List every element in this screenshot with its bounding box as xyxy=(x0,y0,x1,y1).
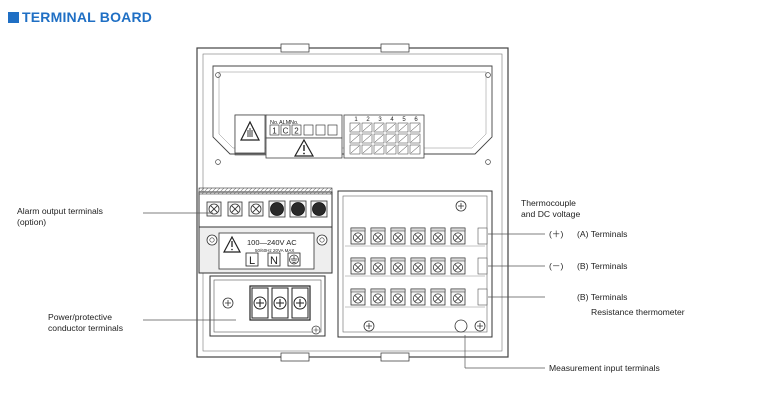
measurement-terminal-icon xyxy=(350,288,366,306)
measurement-terminal-icon xyxy=(410,227,426,245)
measurement-terminal-icon xyxy=(410,288,426,306)
wiring-mark xyxy=(385,144,397,155)
ch-num-5: 5 xyxy=(402,117,406,123)
wiring-mark xyxy=(373,122,385,133)
measurement-terminal-icon xyxy=(430,257,446,275)
wiring-mark xyxy=(373,133,385,144)
title-text: TERMINAL BOARD xyxy=(22,9,153,25)
ch-num-6: 6 xyxy=(414,117,418,123)
measurement-terminal-icon xyxy=(450,288,466,306)
power-screw-icon xyxy=(271,287,289,319)
a-terminals-label: (A) Terminals xyxy=(577,229,628,239)
wiring-mark xyxy=(361,144,373,155)
b-terminals-rt-line1: (B) Terminals xyxy=(577,292,628,302)
measurement-terminal-icon xyxy=(370,257,386,275)
power-terminals-label-line2: conductor terminals xyxy=(48,322,123,333)
power-terminals-label-line1: Power/protective xyxy=(48,312,113,322)
caution-warning-icon xyxy=(293,138,315,157)
wiring-mark xyxy=(349,144,361,155)
minus-sign-label: (－) xyxy=(549,261,564,271)
measurement-terminal-icon xyxy=(390,257,406,275)
wiring-mark xyxy=(397,133,409,144)
measurement-terminal-icon xyxy=(370,288,386,306)
alarm-knob-icon xyxy=(268,200,286,218)
leader-lines xyxy=(143,212,545,369)
alarm-knob-icon xyxy=(310,200,328,218)
measurement-terminal-icon xyxy=(430,227,446,245)
alarm-screw-icon xyxy=(227,201,243,217)
title-square-icon xyxy=(8,12,19,23)
measurement-terminal-icon xyxy=(350,257,366,275)
wiring-mark xyxy=(409,144,421,155)
wiring-mark xyxy=(361,122,373,133)
measurement-terminal-icon xyxy=(430,288,446,306)
measurement-input-label: Measurement input terminals xyxy=(549,363,660,373)
ch-num-2: 2 xyxy=(366,117,370,123)
hot-surface-warning-icon xyxy=(240,120,260,141)
wiring-mark xyxy=(385,122,397,133)
thermocouple-label: Thermocouple and DC voltage xyxy=(521,198,580,219)
alarm-screw-icon xyxy=(206,201,222,217)
wiring-mark xyxy=(373,144,385,155)
measurement-terminal-icon xyxy=(450,227,466,245)
b-terminals-rt-label: (B) Terminals Resistance thermometer xyxy=(577,292,685,317)
alarm-cell-1: 1 xyxy=(272,127,277,136)
thermocouple-label-line1: Thermocouple xyxy=(521,198,576,208)
measurement-terminal-icon xyxy=(450,257,466,275)
wiring-mark xyxy=(409,122,421,133)
alarm-hdr-alm: ALM xyxy=(279,120,291,126)
power-sub: 50/60Hz 20VA MAX xyxy=(255,248,294,253)
power-screw-icon xyxy=(251,287,269,319)
wiring-mark xyxy=(397,122,409,133)
power-screw-icon xyxy=(291,287,309,319)
wiring-mark xyxy=(409,133,421,144)
alarm-cell-c: C xyxy=(283,127,289,136)
measurement-terminal-icon xyxy=(390,227,406,245)
wiring-mark xyxy=(385,133,397,144)
ground-icon xyxy=(289,254,299,265)
ch-num-1: 1 xyxy=(354,117,358,123)
measurement-terminal-icon xyxy=(390,288,406,306)
wiring-mark xyxy=(397,144,409,155)
neutral-label: N xyxy=(270,255,278,267)
power-rating: 100—240V AC xyxy=(247,238,297,247)
alarm-knob-icon xyxy=(289,200,307,218)
alarm-cell-2: 2 xyxy=(294,127,299,136)
power-terminals-label: Power/protective conductor terminals xyxy=(48,312,123,333)
alarm-hdr-no1: No. xyxy=(270,120,279,126)
ch-num-4: 4 xyxy=(390,117,394,123)
section-title: TERMINAL BOARD xyxy=(8,8,152,26)
alarm-output-label: Alarm output terminals (option) xyxy=(17,206,103,227)
resistance-thermometer-label: Resistance thermometer xyxy=(591,306,685,317)
line-label: L xyxy=(249,255,255,267)
label-plate xyxy=(212,65,493,155)
alarm-output-label-line2: (option) xyxy=(17,216,47,227)
alarm-output-label-line1: Alarm output terminals xyxy=(17,206,103,216)
alarm-screw-icon xyxy=(248,201,264,217)
b-terminals-label: (B) Terminals xyxy=(577,261,628,271)
wiring-mark xyxy=(361,133,373,144)
wiring-mark xyxy=(349,122,361,133)
alarm-hdr-no2: No. xyxy=(290,120,299,126)
ch-num-3: 3 xyxy=(378,117,382,123)
measurement-terminal-icon xyxy=(410,257,426,275)
wiring-mark xyxy=(349,133,361,144)
thermocouple-label-line2: and DC voltage xyxy=(521,208,581,219)
plus-sign-label: (＋) xyxy=(549,229,564,239)
power-warning-icon xyxy=(223,235,241,253)
measurement-terminal-icon xyxy=(370,227,386,245)
measurement-terminal-icon xyxy=(350,227,366,245)
